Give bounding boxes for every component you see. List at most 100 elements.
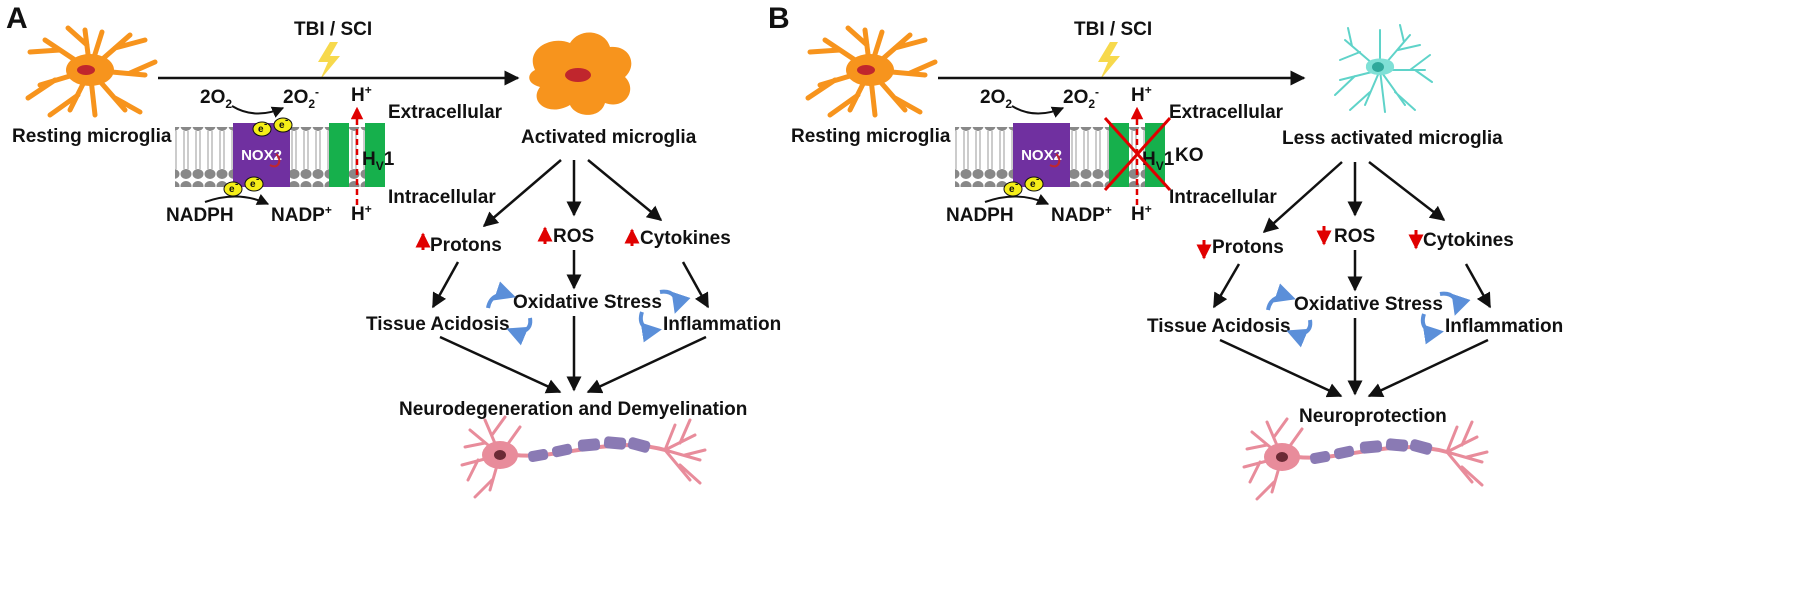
superoxide-label: 2O2-: [1063, 85, 1099, 111]
electron-icon: e-: [223, 179, 243, 197]
red-x-icon: [1103, 116, 1172, 192]
svg-text:e: e: [279, 120, 285, 131]
arrow-to-cytokines: [1368, 161, 1446, 221]
svg-text:-: -: [1015, 179, 1018, 190]
oxygen-reduction-arrow: [1011, 105, 1065, 118]
nadp-label: NADP+: [1051, 203, 1112, 226]
arrow-to-acidosis: [431, 261, 460, 309]
svg-text:e: e: [1009, 184, 1015, 195]
arrow-to-protons: [1262, 161, 1343, 234]
nox2-label: NOX2: [1021, 147, 1062, 164]
tissue-acidosis-label: Tissue Acidosis: [1147, 316, 1291, 337]
superoxide-label: 2O2-: [283, 85, 319, 111]
less-activated-microglia-label: Less activated microglia: [1282, 128, 1503, 149]
oxygen-label: 2O2: [200, 87, 232, 111]
nadph-label: NADPH: [946, 205, 1014, 226]
ros-label: ROS: [553, 226, 594, 247]
less-activated-microglia-icon: [1334, 24, 1433, 113]
extracellular-label: Extracellular: [388, 102, 503, 123]
svg-text:-: -: [1036, 174, 1039, 185]
electron-icon: e-: [252, 119, 272, 137]
inflammation-label: Inflammation: [1445, 316, 1563, 337]
trigger-label: TBI / SCI: [294, 19, 372, 40]
circular-arrow-icon: [1439, 291, 1471, 316]
svg-text:e: e: [250, 179, 256, 190]
activated-microglia-label: Activated microglia: [521, 127, 697, 148]
arrow-acidosis-to-outcome: [439, 335, 562, 394]
neuron-icon: [1242, 417, 1489, 501]
nadph-oxidation-arrow: [984, 193, 1050, 205]
circular-arrow-icon: [1420, 313, 1444, 345]
electron-icon: e-: [244, 174, 264, 192]
electron-icon: e-: [1024, 174, 1044, 192]
panel-label: A: [6, 2, 28, 35]
intracellular-label: Intracellular: [388, 187, 496, 208]
panel-b: B Resting microglia TBI / SCI Less activ…: [768, 2, 1563, 501]
svg-text:-: -: [235, 179, 238, 190]
resting-microglia-icon: [25, 25, 158, 118]
resting-microglia-label: Resting microglia: [791, 126, 951, 147]
proton-extracellular-label: H+: [1131, 83, 1152, 106]
circular-arrow-icon: [1286, 319, 1313, 348]
arrow-to-protons: [482, 159, 562, 227]
ros-label: ROS: [1334, 226, 1375, 247]
arrow-to-acidosis: [1212, 263, 1241, 309]
tissue-acidosis-label: Tissue Acidosis: [366, 314, 510, 335]
oxygen-reduction-arrow: [231, 105, 285, 118]
circular-arrow-icon: [659, 289, 691, 314]
protons-label: Protons: [430, 235, 502, 256]
nox2-complex: [1013, 123, 1070, 187]
svg-text:-: -: [264, 119, 267, 130]
knockout-label: KO: [1175, 145, 1204, 166]
outcome-label: Neurodegeneration and Demyelination: [399, 399, 747, 420]
arrow-inflammation-to-outcome: [1367, 338, 1489, 398]
activated-microglia-icon: [529, 32, 632, 115]
nadph-label: NADPH: [166, 205, 234, 226]
proton-intracellular-label: H+: [1131, 202, 1152, 225]
arrow-acidosis-to-outcome: [1219, 338, 1343, 398]
electron-transfer-icon: [269, 153, 281, 168]
circular-arrow-icon: [638, 311, 662, 343]
electron-icon: e-: [273, 115, 293, 133]
arrow-inflammation-to-outcome: [586, 335, 707, 394]
panel-label: B: [768, 2, 790, 35]
nadp-label: NADP+: [271, 203, 332, 226]
svg-text:e: e: [1030, 179, 1036, 190]
arrow-to-inflammation: [681, 261, 710, 309]
proton-extracellular-label: H+: [351, 83, 372, 106]
circular-arrow-icon: [486, 281, 516, 309]
circular-arrow-icon: [1266, 283, 1296, 311]
cytokines-label: Cytokines: [1423, 230, 1514, 251]
inflammation-label: Inflammation: [663, 314, 781, 335]
lightning-bolt-icon: [318, 42, 340, 80]
arrow-to-cytokines: [587, 159, 663, 221]
svg-text:-: -: [256, 174, 259, 185]
extracellular-label: Extracellular: [1169, 102, 1284, 123]
panel-a: A Resting microglia TBI / SCI Activated …: [6, 2, 781, 499]
oxidative-stress-label: Oxidative Stress: [1294, 294, 1443, 315]
hv1-label: HV1: [362, 149, 395, 173]
protons-label: Protons: [1212, 237, 1284, 258]
resting-microglia-icon: [805, 25, 938, 118]
svg-text:e: e: [229, 184, 235, 195]
electron-transfer-icon: [1049, 153, 1061, 168]
svg-text:e: e: [258, 124, 264, 135]
arrow-to-inflammation: [1464, 263, 1492, 309]
circular-arrow-icon: [506, 317, 533, 346]
lightning-bolt-icon: [1098, 42, 1120, 80]
nadph-oxidation-arrow: [204, 193, 270, 205]
trigger-label: TBI / SCI: [1074, 19, 1152, 40]
nox2-label: NOX2: [241, 147, 282, 164]
svg-text:-: -: [285, 115, 288, 126]
resting-microglia-label: Resting microglia: [12, 126, 172, 147]
outcome-label: Neuroprotection: [1299, 406, 1447, 427]
cytokines-label: Cytokines: [640, 228, 731, 249]
intracellular-label: Intracellular: [1169, 187, 1277, 208]
neuron-icon: [460, 415, 707, 499]
proton-intracellular-label: H+: [351, 202, 372, 225]
oxygen-label: 2O2: [980, 87, 1012, 111]
hv1-channel-left: [329, 123, 349, 187]
hv1-channel-right: [365, 123, 385, 187]
oxidative-stress-label: Oxidative Stress: [513, 292, 662, 313]
